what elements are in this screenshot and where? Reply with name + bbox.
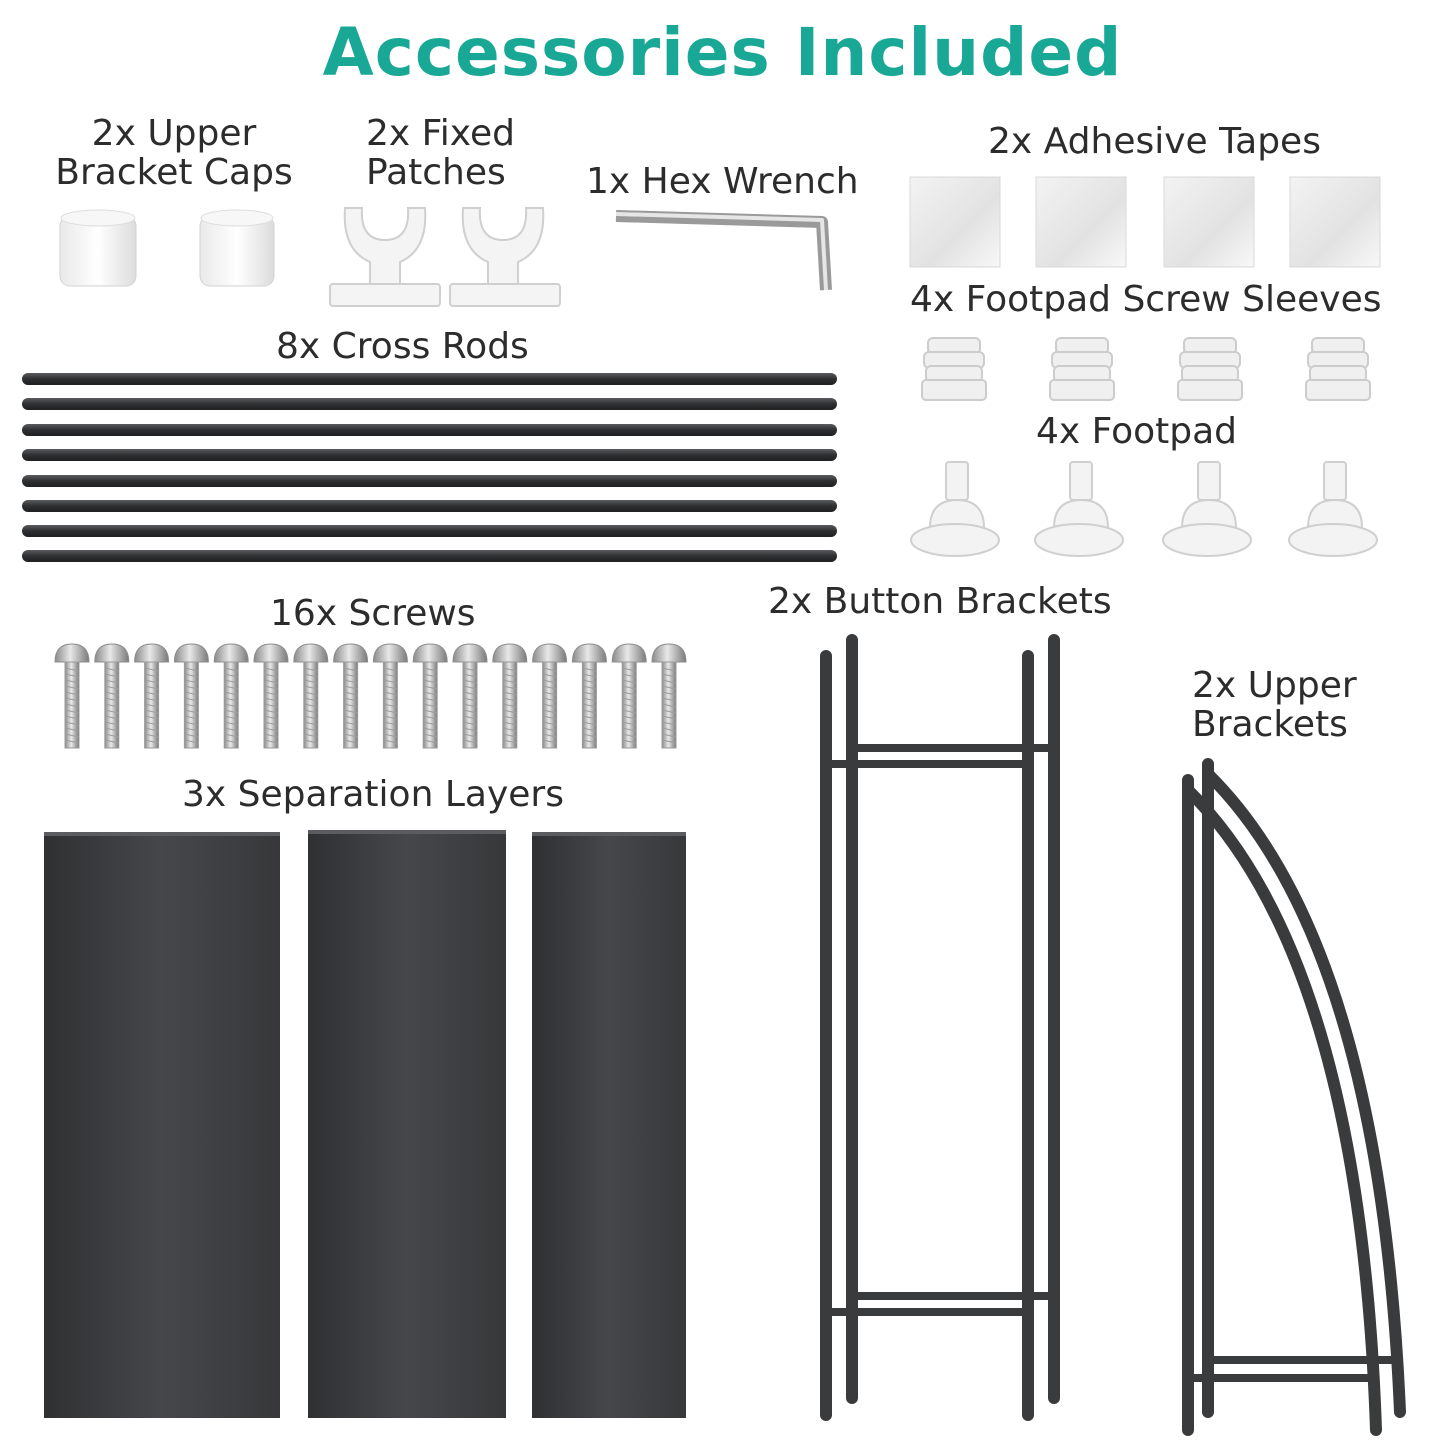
adhesive-tape-1	[909, 176, 1001, 268]
adhesive-tape-2	[1035, 176, 1127, 268]
cross-rod	[22, 475, 837, 487]
upper-bracket-caps-label: 2x Upper Bracket Caps	[38, 114, 310, 192]
footpad-screw-sleeves-label: 4x Footpad Screw Sleeves	[910, 279, 1382, 320]
separation-layers-label: 3x Separation Layers	[182, 774, 564, 815]
screw	[213, 643, 249, 749]
footpad-screw-sleeve-4	[1305, 337, 1371, 401]
fixed-patches-label-line2: Patches	[366, 152, 506, 193]
cross-rods	[22, 373, 837, 562]
button-bracket-1	[820, 650, 1034, 1421]
screw	[412, 643, 448, 749]
separation-layer-2	[308, 830, 506, 1418]
footpad-4	[1288, 461, 1378, 557]
adhesive-tape-3	[1163, 176, 1255, 268]
upper-brackets-label: 2x Upper Brackets	[1192, 666, 1357, 744]
screw	[651, 643, 687, 749]
screw	[94, 643, 130, 749]
upper-bracket-caps-label-line1: 2x Upper	[91, 113, 257, 154]
cross-rod	[22, 373, 837, 385]
fixed-patch-2	[449, 207, 561, 307]
upper-bracket-1	[1182, 774, 1382, 1436]
cross-rod	[22, 500, 837, 512]
screws	[54, 643, 687, 749]
screw	[333, 643, 369, 749]
page-title: Accessories Included	[322, 14, 1123, 91]
footpad-screw-sleeve-1	[921, 337, 987, 401]
screw	[134, 643, 170, 749]
fixed-patch-1	[329, 207, 441, 307]
fixed-patches-label-line1: 2x Fixed	[366, 113, 515, 154]
cross-rods-label: 8x Cross Rods	[276, 326, 529, 367]
hex-wrench-label: 1x Hex Wrench	[586, 161, 859, 202]
adhesive-tapes-label: 2x Adhesive Tapes	[988, 121, 1321, 162]
footpad-2	[1034, 461, 1124, 557]
footpad-label: 4x Footpad	[1036, 411, 1238, 452]
button-brackets-label: 2x Button Brackets	[768, 581, 1112, 622]
upper-bracket-cap-2	[199, 209, 275, 287]
cross-rod	[22, 398, 837, 410]
cross-rod	[22, 424, 837, 436]
screw	[492, 643, 528, 749]
cross-rod	[22, 449, 837, 461]
upper-brackets-label-line2: Brackets	[1192, 704, 1348, 745]
footpad-screw-sleeve-3	[1177, 337, 1243, 401]
screw	[452, 643, 488, 749]
hex-wrench	[615, 210, 832, 291]
separation-layer-1	[44, 832, 280, 1418]
button-bracket-2	[846, 634, 1060, 1404]
screw	[372, 643, 408, 749]
footpad-screw-sleeve-2	[1049, 337, 1115, 401]
separation-layer-3	[532, 832, 686, 1418]
upper-bracket-caps-label-line2: Bracket Caps	[55, 152, 293, 193]
upper-brackets-label-line1: 2x Upper	[1192, 665, 1357, 706]
screw	[253, 643, 289, 749]
screw	[173, 643, 209, 749]
cross-rod	[22, 550, 837, 562]
screw	[571, 643, 607, 749]
screws-label: 16x Screws	[270, 593, 476, 634]
adhesive-tape-4	[1289, 176, 1381, 268]
cross-rod	[22, 525, 837, 537]
fixed-patches-label: 2x Fixed Patches	[366, 114, 515, 192]
footpad-1	[910, 461, 1000, 557]
screw	[54, 643, 90, 749]
upper-bracket-cap-1	[59, 209, 137, 287]
screw	[293, 643, 329, 749]
footpad-3	[1162, 461, 1252, 557]
screw	[611, 643, 647, 749]
screw	[532, 643, 568, 749]
upper-bracket-2	[1202, 758, 1406, 1418]
